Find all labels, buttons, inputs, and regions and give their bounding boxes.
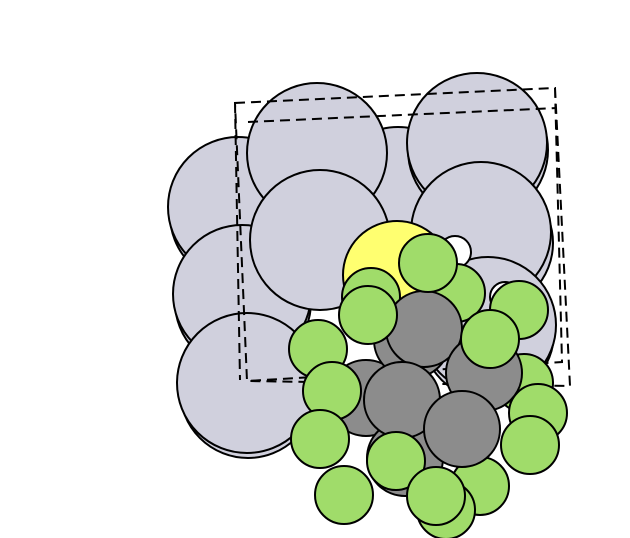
halogen-atom [460, 309, 520, 369]
surface-layer-front [167, 72, 557, 454]
halogen-atom [290, 409, 350, 469]
halogen-atom [338, 285, 398, 345]
halogen-atom [500, 415, 560, 475]
unit-cell-boundary [233, 86, 572, 388]
halogen-atom [398, 233, 458, 293]
halogen-atom [314, 465, 374, 525]
metal-atom [423, 390, 501, 468]
halogen-atom [406, 466, 466, 526]
halogen-atom [366, 431, 426, 491]
adsorbate-cluster [288, 220, 568, 538]
